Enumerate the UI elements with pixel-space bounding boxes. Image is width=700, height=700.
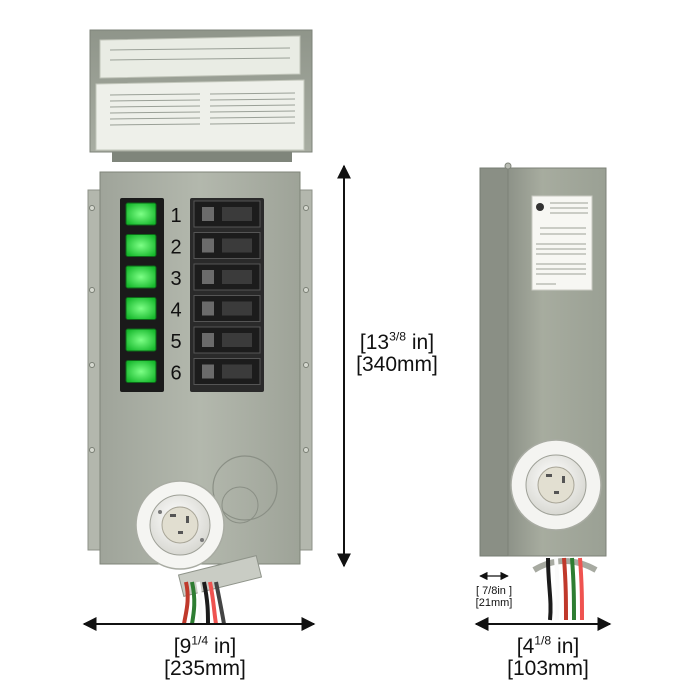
transfer-switch-rocker: [125, 360, 157, 383]
circuit-number: 5: [170, 331, 181, 353]
breaker-handle: [202, 270, 214, 284]
circuit-number: 1: [170, 205, 181, 227]
depth-dimension-label: [41/8 in] [103mm]: [507, 633, 589, 681]
power-inlet: [135, 480, 225, 570]
breaker-label: [222, 364, 252, 379]
transfer-switch-rocker: [125, 202, 157, 226]
knockout-circle: [212, 455, 278, 521]
transfer-switch-rocker: [125, 297, 157, 320]
width-dimension-label: [91/4 in] [235mm]: [164, 633, 246, 681]
open-lid: [89, 29, 313, 162]
breaker-handle: [202, 301, 214, 316]
height-dimension-label: [133/8 in] [340mm]: [356, 329, 438, 377]
circuit-number: 2: [170, 237, 181, 259]
circuit-number: 4: [170, 300, 181, 322]
transfer-switch-rocker: [125, 265, 157, 289]
breaker-handle: [202, 364, 214, 379]
breaker-label: [222, 238, 252, 253]
transfer-switch-rocker: [125, 234, 157, 257]
breaker-label: [222, 207, 252, 221]
circuit-number: 3: [170, 268, 181, 290]
front-view-panel: 1 2 3 4 5 6: [87, 29, 313, 625]
side-wire-bundle: [532, 557, 598, 621]
breaker-group: [193, 200, 261, 385]
breaker-label: [222, 333, 252, 347]
transfer-switch-group: [125, 202, 157, 383]
side-power-inlet: [510, 439, 602, 531]
breaker-handle: [202, 207, 214, 221]
circuit-number-group: 1 2 3 4 5 6: [170, 205, 181, 385]
breaker-handle: [202, 333, 214, 347]
breaker-handle: [202, 238, 214, 253]
circuit-number: 6: [170, 363, 181, 385]
knockout-small: [221, 486, 259, 524]
breaker-label: [222, 270, 252, 284]
transfer-switch-rocker: [125, 328, 157, 352]
offset-dimension-label: [ 7/8in ] [21mm]: [475, 585, 513, 609]
breaker-label: [222, 301, 252, 316]
side-view-panel: [479, 162, 607, 621]
